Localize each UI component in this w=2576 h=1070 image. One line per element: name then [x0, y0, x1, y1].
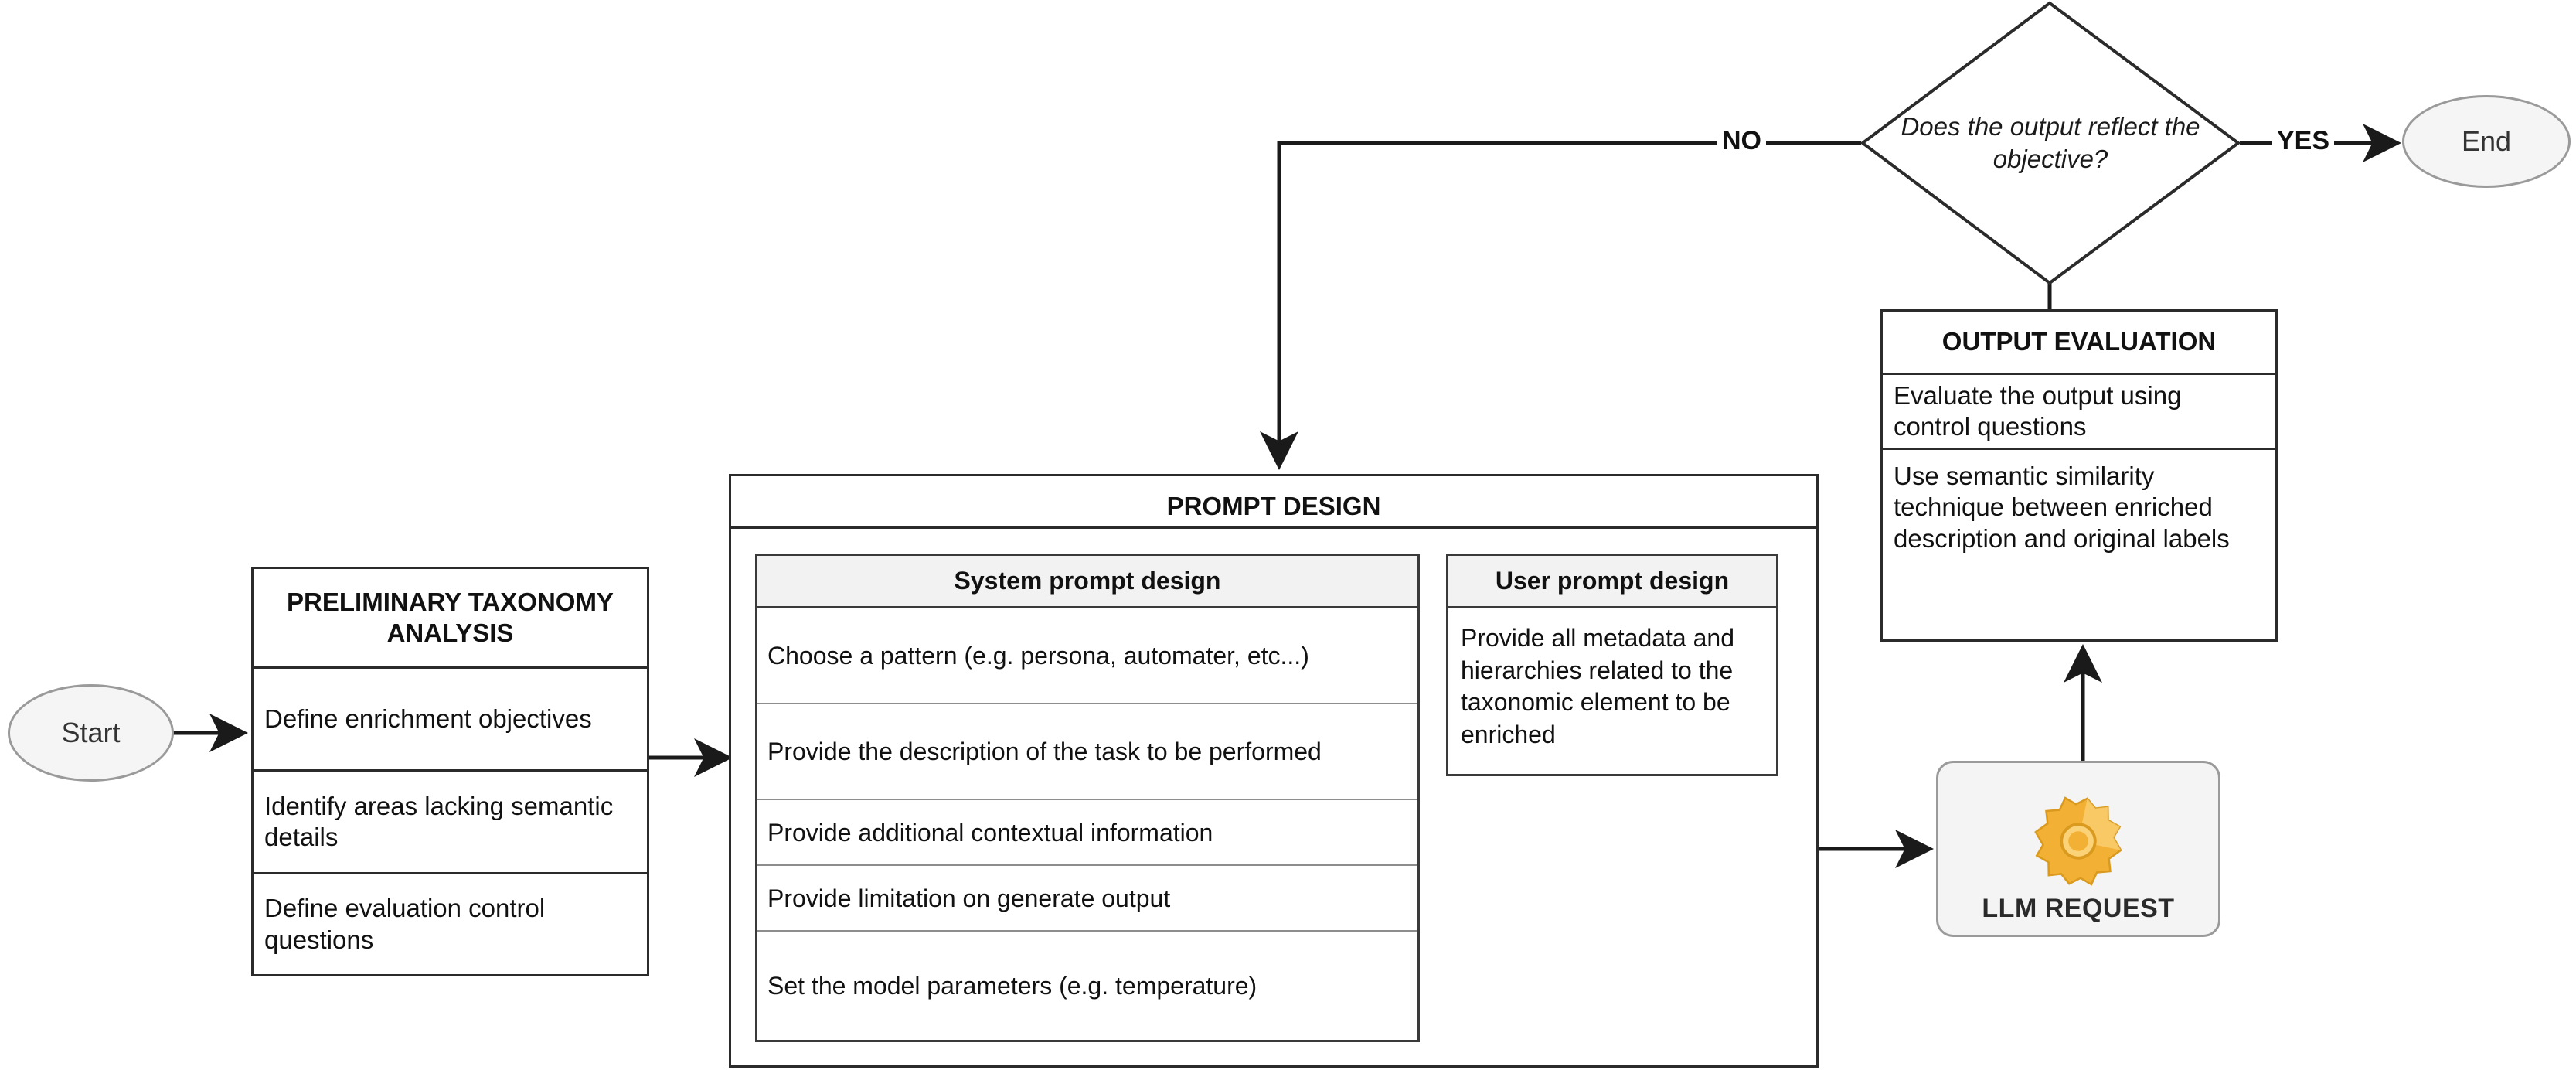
system-prompt-row-0: Choose a pattern (e.g. persona, automate…	[757, 608, 1417, 704]
system-prompt-row-1: Provide the description of the task to b…	[757, 704, 1417, 800]
system-prompt-design-header: System prompt design	[757, 556, 1417, 608]
preliminary-taxonomy-analysis-box[interactable]: PRELIMINARY TAXONOMY ANALYSIS Define enr…	[251, 567, 649, 976]
preliminary-row-1: Identify areas lacking semantic details	[254, 772, 647, 874]
edge-label-no: NO	[1717, 126, 1766, 156]
preliminary-row-2: Define evaluation control questions	[264, 894, 546, 954]
output-evaluation-row-1: Use semantic similarity technique betwee…	[1894, 462, 2230, 553]
output-evaluation-box[interactable]: OUTPUT EVALUATION Evaluate the output us…	[1880, 309, 2278, 642]
system-prompt-row-2: Provide additional contextual informatio…	[757, 800, 1417, 866]
end-node[interactable]: End	[2402, 95, 2571, 188]
end-node-label: End	[2461, 125, 2512, 157]
preliminary-title: PRELIMINARY TAXONOMY ANALYSIS	[254, 569, 647, 669]
start-node-label: Start	[61, 717, 121, 748]
edge-label-yes: YES	[2272, 126, 2335, 156]
prompt-design-title: PROMPT DESIGN	[731, 476, 1816, 529]
decision-node[interactable]: Does the output reflect the objective?	[1861, 2, 2240, 285]
gear-icon	[2034, 796, 2122, 886]
start-node[interactable]: Start	[8, 684, 174, 782]
output-evaluation-row-0: Evaluate the output using control questi…	[1883, 375, 2275, 450]
edge-decision-no-to-prompt-design	[1260, 141, 1861, 470]
decision-node-label: Does the output reflect the objective?	[1901, 111, 2200, 173]
user-prompt-design-table[interactable]: User prompt design Provide all metadata …	[1446, 554, 1778, 776]
user-prompt-design-header: User prompt design	[1448, 556, 1776, 608]
output-evaluation-title: OUTPUT EVALUATION	[1883, 312, 2275, 375]
system-prompt-row-3: Provide limitation on generate output	[757, 866, 1417, 932]
system-prompt-design-table[interactable]: System prompt design Choose a pattern (e…	[755, 554, 1420, 1042]
user-prompt-body: Provide all metadata and hierarchies rel…	[1461, 624, 1734, 748]
decision-diamond-outline	[1860, 1, 2241, 285]
llm-request-label: LLM REQUEST	[1982, 894, 2175, 923]
prompt-design-box[interactable]: PROMPT DESIGN System prompt design Choos…	[729, 474, 1819, 1068]
system-prompt-row-4: Set the model parameters (e.g. temperatu…	[767, 972, 1257, 1000]
llm-request-node[interactable]: LLM REQUEST	[1936, 761, 2220, 937]
preliminary-row-0: Define enrichment objectives	[254, 669, 647, 772]
